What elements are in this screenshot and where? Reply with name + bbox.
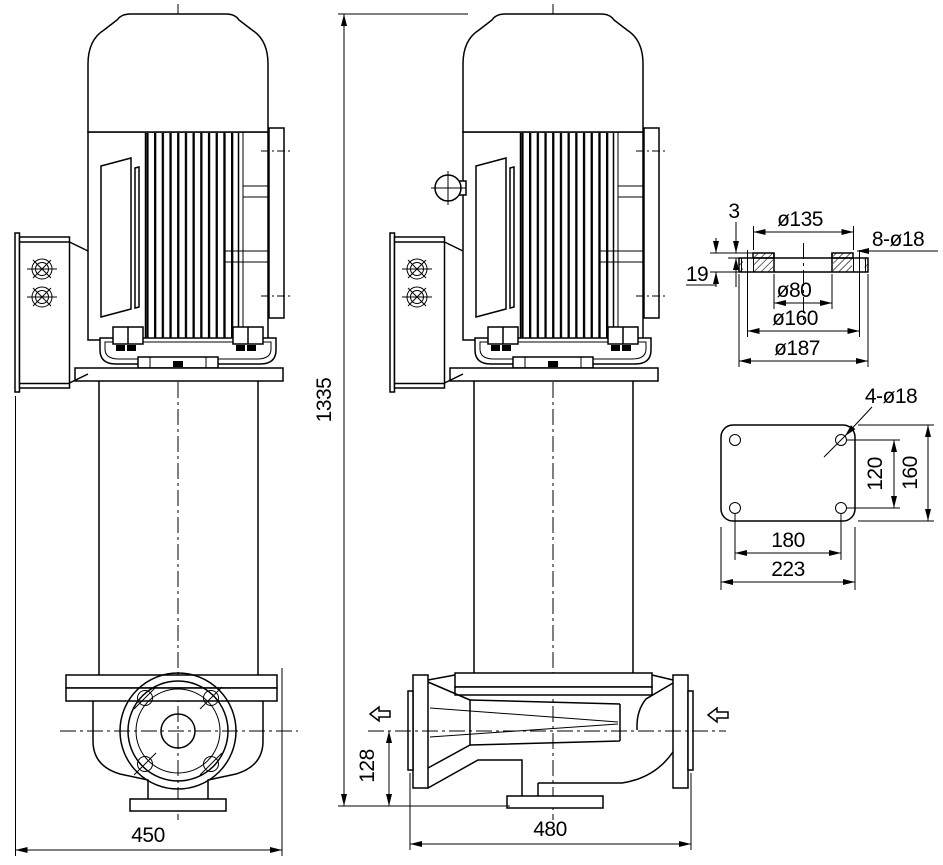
flange-thickness-dimension: 19 (686, 238, 719, 287)
front-suction-flange-face (119, 672, 237, 790)
dim-hole-pitch-depth: 120 (864, 457, 887, 491)
plate-depth-dimension: 160 (858, 424, 934, 522)
base-bolt-hole (835, 502, 847, 514)
dim-front-width: 450 (131, 824, 165, 847)
port-height-dimension: 128 (356, 731, 392, 806)
overall-height-dimension: 1335 (313, 13, 510, 807)
dim-hole-pitch-width: 180 (771, 529, 805, 552)
side-view: 1335 128 480 (313, 4, 729, 850)
dim-plate-depth: 160 (899, 456, 922, 490)
lifting-eyebolt (431, 171, 467, 205)
outer-dia-dimension: ø187 (739, 337, 868, 364)
raised-face-dia-dimension: ø135 (753, 208, 854, 235)
base-plate-detail: 4-ø18 120 160 180 223 (720, 385, 934, 590)
flange-section-detail: ø135 3 19 8-ø18 ø80 ø160 ø187 (686, 200, 938, 367)
dim-side-width: 480 (533, 818, 567, 841)
front-view: 450 (15, 4, 298, 856)
plate-width-dimension: 223 (720, 527, 856, 590)
dim-overall-height: 1335 (313, 378, 336, 423)
dim-port-height: 128 (356, 749, 379, 783)
base-bolt-holes-callout: 4-ø18 (823, 385, 918, 458)
base-bolt-hole (835, 434, 847, 446)
front-width-dimension: 450 (15, 396, 283, 856)
dim-raised-face-height: 3 (728, 200, 739, 223)
bore-dia-dimension: ø80 (774, 279, 832, 306)
label-flange-bolt-holes: 8-ø18 (872, 228, 924, 251)
front-pump-casing (60, 672, 298, 812)
dim-plate-width: 223 (771, 558, 805, 581)
hole-pitch-depth-dimension: 120 (847, 439, 900, 509)
side-pump-casing (368, 672, 729, 809)
dim-raised-face-dia: ø135 (777, 208, 823, 231)
dim-outer-dia: ø187 (774, 337, 820, 360)
dim-flange-thickness: 19 (686, 263, 708, 286)
base-bolt-hole (729, 502, 741, 514)
side-foot-plate (506, 795, 604, 809)
label-base-bolt-holes: 4-ø18 (865, 385, 917, 408)
flow-direction-arrow-icon (368, 705, 391, 723)
raised-face-height-dimension: 3 (728, 200, 740, 287)
flange-bolt-holes-callout: 8-ø18 (857, 228, 938, 254)
base-bolt-hole (729, 434, 741, 446)
dim-bore-dia: ø80 (777, 279, 812, 302)
dim-bolt-circle-dia: ø160 (772, 307, 818, 330)
bolt-circle-dia-dimension: ø160 (747, 307, 860, 334)
front-foot-plate (129, 798, 227, 812)
flow-direction-arrow-icon (706, 706, 729, 724)
side-width-dimension: 480 (409, 773, 692, 850)
hole-pitch-width-dimension: 180 (734, 514, 842, 560)
